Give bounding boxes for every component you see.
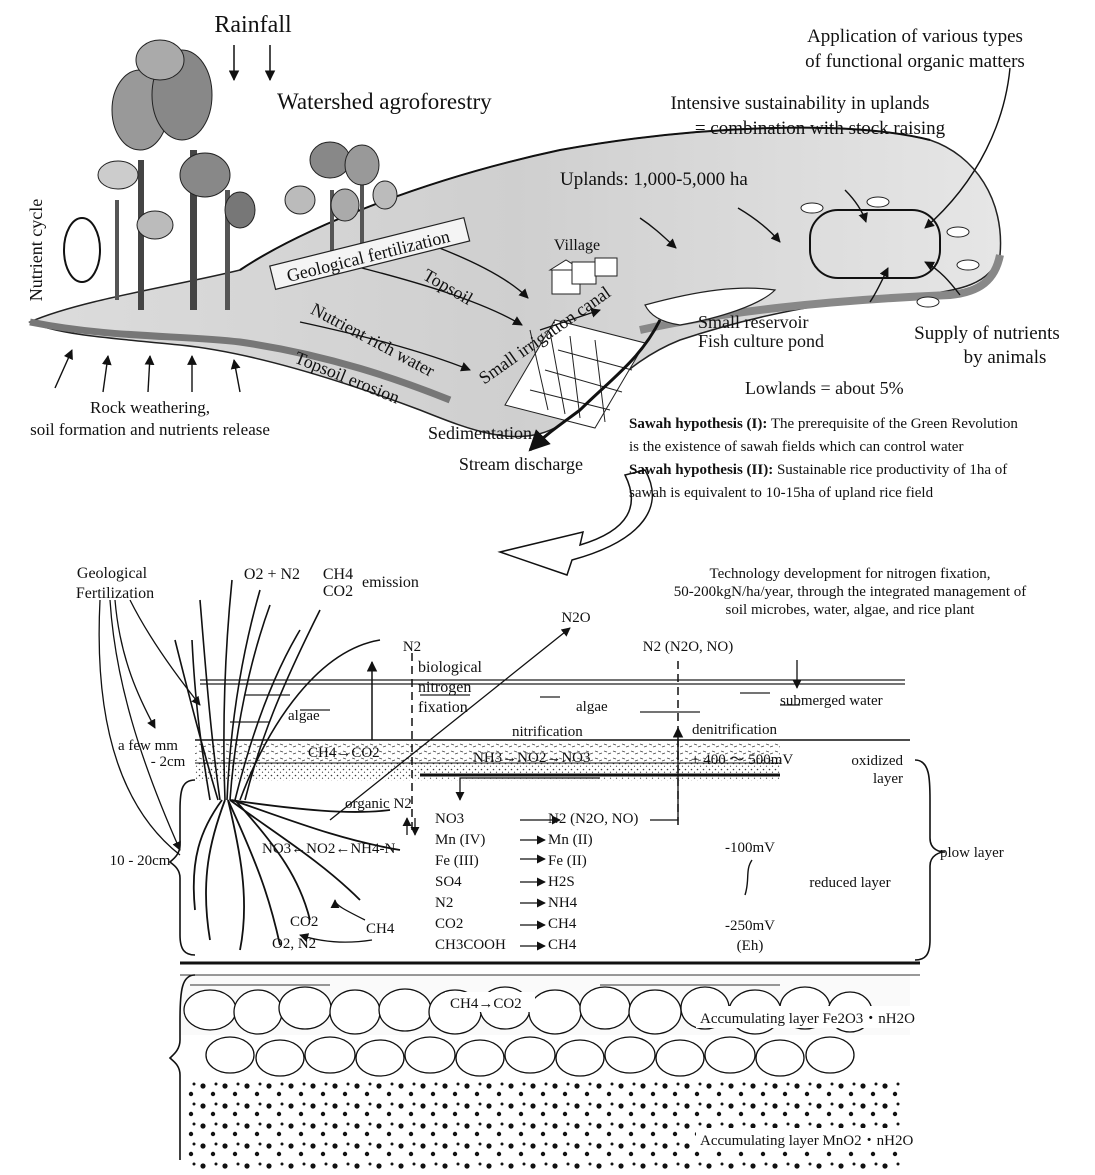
bnf-label-1: biological — [418, 659, 483, 676]
reaction-right: CH4 — [548, 937, 577, 953]
intensive-label-1: Intensive sustainability in uplands — [670, 93, 929, 114]
reaction-left: N2 — [435, 895, 453, 911]
plow-layer-label: plow layer — [940, 845, 1004, 861]
few-mm-label-1: a few mm — [118, 738, 178, 754]
depth-label: 10 - 20cm — [110, 853, 171, 869]
nutrient-cycle-label: Nutrient cycle — [26, 199, 46, 301]
reservoir-label: Small reservoir — [698, 312, 808, 332]
intensive-label-2: = combination with stock raising — [695, 118, 946, 139]
few-mm-label-2: - 2cm — [151, 754, 186, 770]
watershed-label: Watershed agroforestry — [277, 89, 492, 114]
geo-fert-bottom-1: Geological — [77, 565, 148, 582]
ch4-emission-label: CH4 — [323, 566, 353, 583]
ch4-co2-subsoil-label: CH4→CO2 — [450, 996, 522, 1012]
tech-label-2: 50-200kgN/ha/year, through the integrate… — [674, 584, 1027, 600]
reaction-right: CH4 — [548, 916, 577, 932]
reaction-right: Fe (II) — [548, 853, 587, 869]
tech-label-3: soil microbes, water, algae, and rice pl… — [726, 602, 976, 618]
hypothesis-2-line-1: Sawah hypothesis (II): Sustainable rice … — [629, 462, 1007, 478]
denitrification-label: denitrification — [692, 722, 777, 738]
supply-label-1: Supply of nutrients — [914, 323, 1060, 344]
ammonification-chain-label: NO3←NO2←NH4-N — [262, 841, 395, 857]
nutrient-cycle-icon — [64, 218, 100, 282]
reaction-left: CH3COOH — [435, 937, 506, 953]
sedimentation-label: Sedimentation — [428, 423, 532, 443]
emission-label: emission — [362, 574, 419, 591]
o2-n2-label: O2 + N2 — [244, 566, 300, 583]
oxidized-layer-label-1: oxidized — [851, 753, 903, 769]
nitrification-label: nitrification — [512, 724, 583, 740]
mn-layer-label: Accumulating layer MnO2・nH2O — [700, 1133, 913, 1149]
nitrification-chain-label: NH3→NO2→NO3 — [473, 750, 591, 766]
reaction-left: Fe (III) — [435, 853, 479, 869]
hypothesis-2-line-2: sawah is equivalent to 10-15ha of upland… — [629, 485, 934, 501]
redox-oxidized-label: + 400 ～ 500mV — [691, 752, 793, 768]
reaction-left: Mn (IV) — [435, 832, 485, 848]
rock-label-1: Rock weathering, — [90, 398, 210, 417]
algae-right-label: algae — [576, 699, 608, 715]
submerged-water-label: submerged water — [780, 693, 883, 709]
mn-accumulating-layer — [185, 1078, 900, 1170]
co2-root-label: CO2 — [290, 914, 318, 930]
co2-emission-label: CO2 — [323, 583, 353, 600]
n2o-label: N2O — [561, 610, 590, 626]
mv-100-label: -100mV — [725, 840, 775, 856]
tech-label-1: Technology development for nitrogen fixa… — [710, 566, 991, 582]
hypothesis-1-line-1: Sawah hypothesis (I): The prerequisite o… — [629, 416, 1018, 432]
rainfall-label: Rainfall — [214, 12, 292, 38]
o2-n2-root-label: O2, N2 — [272, 936, 316, 952]
fe-layer-label: Accumulating layer Fe2O3・nH2O — [700, 1011, 915, 1027]
reaction-left: CO2 — [435, 916, 463, 932]
geo-fert-bottom-2: Fertilization — [76, 585, 154, 602]
application-label-1: Application of various types — [807, 26, 1023, 47]
n2-left-label: N2 — [403, 639, 421, 655]
reaction-right: Mn (II) — [548, 832, 593, 848]
bnf-label-2: nitrogen — [418, 679, 471, 696]
reduced-layer-label: reduced layer — [809, 875, 890, 891]
application-label-2: of functional organic matters — [805, 51, 1025, 72]
algae-left-label: algae — [288, 708, 320, 724]
fish-pond-label: Fish culture pond — [698, 331, 824, 351]
hypothesis-1-line-2: is the existence of sawah fields which c… — [629, 439, 963, 455]
bnf-label-3: fixation — [418, 699, 468, 716]
ch4-root-label: CH4 — [366, 921, 395, 937]
lowlands-label: Lowlands = about 5% — [745, 378, 904, 398]
eh-label: (Eh) — [737, 938, 764, 954]
stream-discharge-label: Stream discharge — [459, 454, 583, 474]
reaction-right: NH4 — [548, 895, 578, 911]
reaction-left: SO4 — [435, 874, 462, 890]
organic-n2-label: organic N2 — [345, 796, 412, 812]
reaction-right: N2 (N2O, NO) — [548, 811, 638, 827]
rock-label-2: soil formation and nutrients release — [30, 420, 270, 439]
oxidized-layer-label-2: layer — [873, 771, 903, 787]
reaction-right: H2S — [548, 874, 575, 890]
uplands-label: Uplands: 1,000-5,000 ha — [560, 169, 748, 190]
supply-label-2: by animals — [964, 347, 1047, 368]
village-label: Village — [554, 237, 600, 254]
mv-250-label: -250mV — [725, 918, 775, 934]
n2-right-label: N2 (N2O, NO) — [643, 639, 733, 655]
ch4-co2-oxidized-label: CH4→CO2 — [308, 745, 380, 761]
reaction-left: NO3 — [435, 811, 464, 827]
